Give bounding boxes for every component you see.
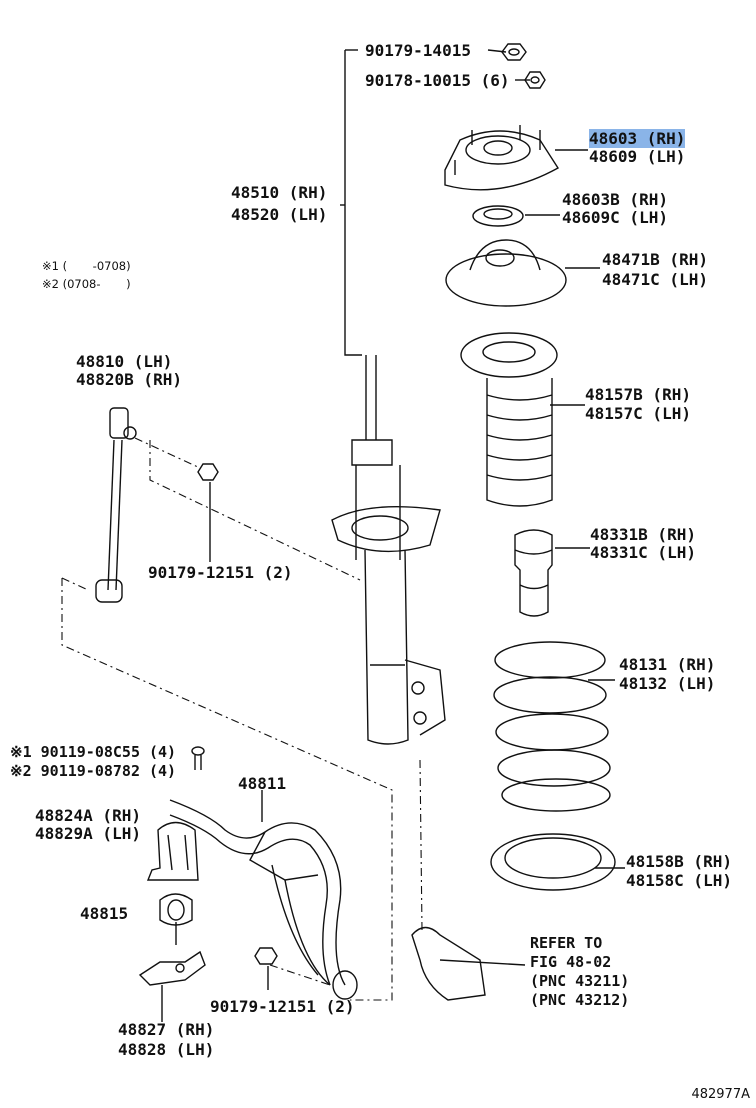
lower-insulator (490, 833, 616, 891)
label-bracket-rh[interactable]: 48824A (RH) (35, 806, 141, 825)
knuckle-ref (411, 926, 526, 1001)
stabilizer-clamp (138, 950, 206, 1022)
label-clamp-lh[interactable]: 48828 (LH) (118, 1040, 215, 1059)
bump-stop (514, 529, 553, 617)
label-bushing[interactable]: 48815 (80, 904, 129, 923)
label-bracket-lh[interactable]: 48829A (LH) (35, 824, 141, 843)
label-lower-nut[interactable]: 90179-12151 (2) (210, 997, 355, 1016)
nut-top (501, 43, 527, 61)
strut-assembly (331, 355, 446, 745)
figure-id: 482977A (691, 1087, 750, 1102)
refer-line-2[interactable]: FIG 48-02 (530, 953, 612, 971)
spring-seat (445, 239, 567, 307)
dash-line-5 (269, 964, 331, 986)
note-2: ※2 (0708- ) (42, 277, 131, 291)
stabilizer-bracket (146, 821, 199, 881)
label-stabilizer[interactable]: 48811 (238, 774, 287, 793)
dash-line-1 (149, 440, 361, 581)
label-bearing-rh[interactable]: 48603B (RH) (562, 190, 668, 209)
refer-line-3: (PNC 43211) (530, 972, 630, 990)
nut-mount (524, 71, 546, 89)
dash-line-4 (419, 759, 423, 931)
label-spring-lh[interactable]: 48132 (LH) (619, 674, 716, 693)
bearing (472, 205, 524, 227)
label-clamp-rh[interactable]: 48827 (RH) (118, 1020, 215, 1039)
label-seat-rh[interactable]: 48471B (RH) (602, 250, 708, 269)
stabilizer-bar (169, 790, 358, 1000)
lower-nut (254, 947, 278, 990)
stabilizer-bushing (159, 893, 193, 945)
label-link-nut[interactable]: 90179-12151 (2) (148, 563, 293, 582)
stabilizer-link (95, 407, 137, 603)
strut-leader-line (344, 50, 362, 356)
label-bolt-2[interactable]: ※2 90119-08782 (4) (10, 762, 177, 780)
label-bumper-rh[interactable]: 48331B (RH) (590, 525, 696, 544)
refer-line-1: REFER TO (530, 934, 603, 952)
label-bumper-lh[interactable]: 48331C (LH) (590, 543, 696, 562)
label-mount-lh[interactable]: 48609 (LH) (589, 147, 686, 166)
note-1: ※1 ( -0708) (42, 259, 131, 273)
upper-mount (444, 125, 559, 191)
label-bearing-lh[interactable]: 48609C (LH) (562, 208, 668, 227)
label-strut-lh[interactable]: 48520 (LH) (231, 205, 328, 224)
label-insulator-lh[interactable]: 48158C (LH) (626, 871, 732, 890)
label-boot-lh[interactable]: 48157C (LH) (585, 404, 691, 423)
bracket-bolt (191, 746, 205, 770)
label-insulator-rh[interactable]: 48158B (RH) (626, 852, 732, 871)
label-link-rh[interactable]: 48820B (RH) (76, 370, 182, 389)
label-spring-rh[interactable]: 48131 (RH) (619, 655, 716, 674)
label-nut-top[interactable]: 90179-14015 (365, 41, 471, 60)
label-bolt-1[interactable]: ※1 90119-08C55 (4) (10, 743, 177, 761)
dash-line-2 (134, 437, 201, 469)
label-link-lh[interactable]: 48810 (LH) (76, 352, 173, 371)
dash-line-3 (61, 578, 393, 1001)
label-mount-rh[interactable]: 48603 (RH) (589, 129, 686, 148)
label-boot-rh[interactable]: 48157B (RH) (585, 385, 691, 404)
refer-line-4: (PNC 43212) (530, 991, 630, 1009)
label-seat-lh[interactable]: 48471C (LH) (602, 270, 708, 289)
label-nut-mount[interactable]: 90178-10015 (6) (365, 71, 510, 90)
coil-spring (493, 641, 611, 812)
label-strut-rh[interactable]: 48510 (RH) (231, 183, 328, 202)
link-nut (197, 463, 219, 481)
dust-boot (460, 332, 558, 507)
